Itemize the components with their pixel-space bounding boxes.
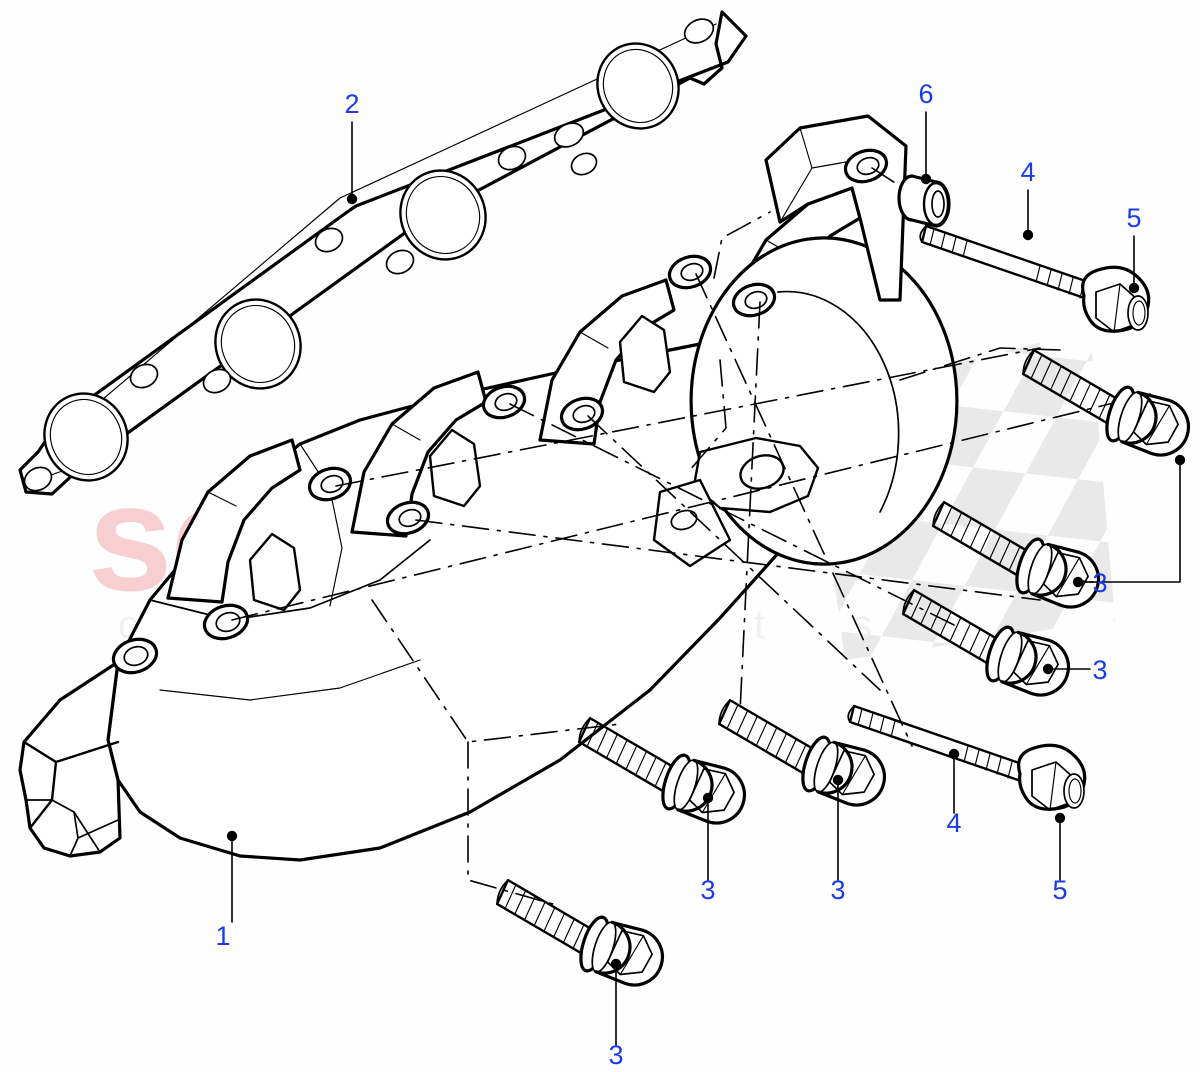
callout-label-5-lower[interactable]: 5 xyxy=(1052,875,1067,905)
callout-label-6[interactable]: 6 xyxy=(918,79,933,109)
callout-label-3-c[interactable]: 3 xyxy=(700,875,715,905)
callout-label-3-d[interactable]: 3 xyxy=(830,875,845,905)
callout-label-5-upper[interactable]: 5 xyxy=(1126,203,1141,233)
flange-bolt-6 xyxy=(482,877,674,994)
flange-nut-upper xyxy=(1081,265,1151,334)
callout-label-4-lower[interactable]: 4 xyxy=(946,808,961,838)
callout-labels: 1 2 6 4 5 3 3 3 3 4 5 3 xyxy=(215,79,1141,1070)
callout-label-3-e[interactable]: 3 xyxy=(608,1040,623,1070)
gasket-bolt-holes xyxy=(23,18,715,492)
manifold-gasket xyxy=(18,10,748,496)
callout-label-2[interactable]: 2 xyxy=(344,89,359,119)
callout-leaders xyxy=(226,111,1186,1046)
assembly-axis-lines xyxy=(231,167,1151,907)
callout-label-3-b[interactable]: 3 xyxy=(1092,655,1107,685)
callout-label-4-upper[interactable]: 4 xyxy=(1020,157,1035,187)
flange-nut-lower xyxy=(1017,743,1087,812)
callout-label-1[interactable]: 1 xyxy=(215,921,230,951)
manifold-bolt-bosses xyxy=(202,148,889,641)
exhaust-manifold xyxy=(18,114,959,862)
gasket-ports xyxy=(43,42,680,482)
callout-label-3-a[interactable]: 3 xyxy=(1092,568,1107,598)
